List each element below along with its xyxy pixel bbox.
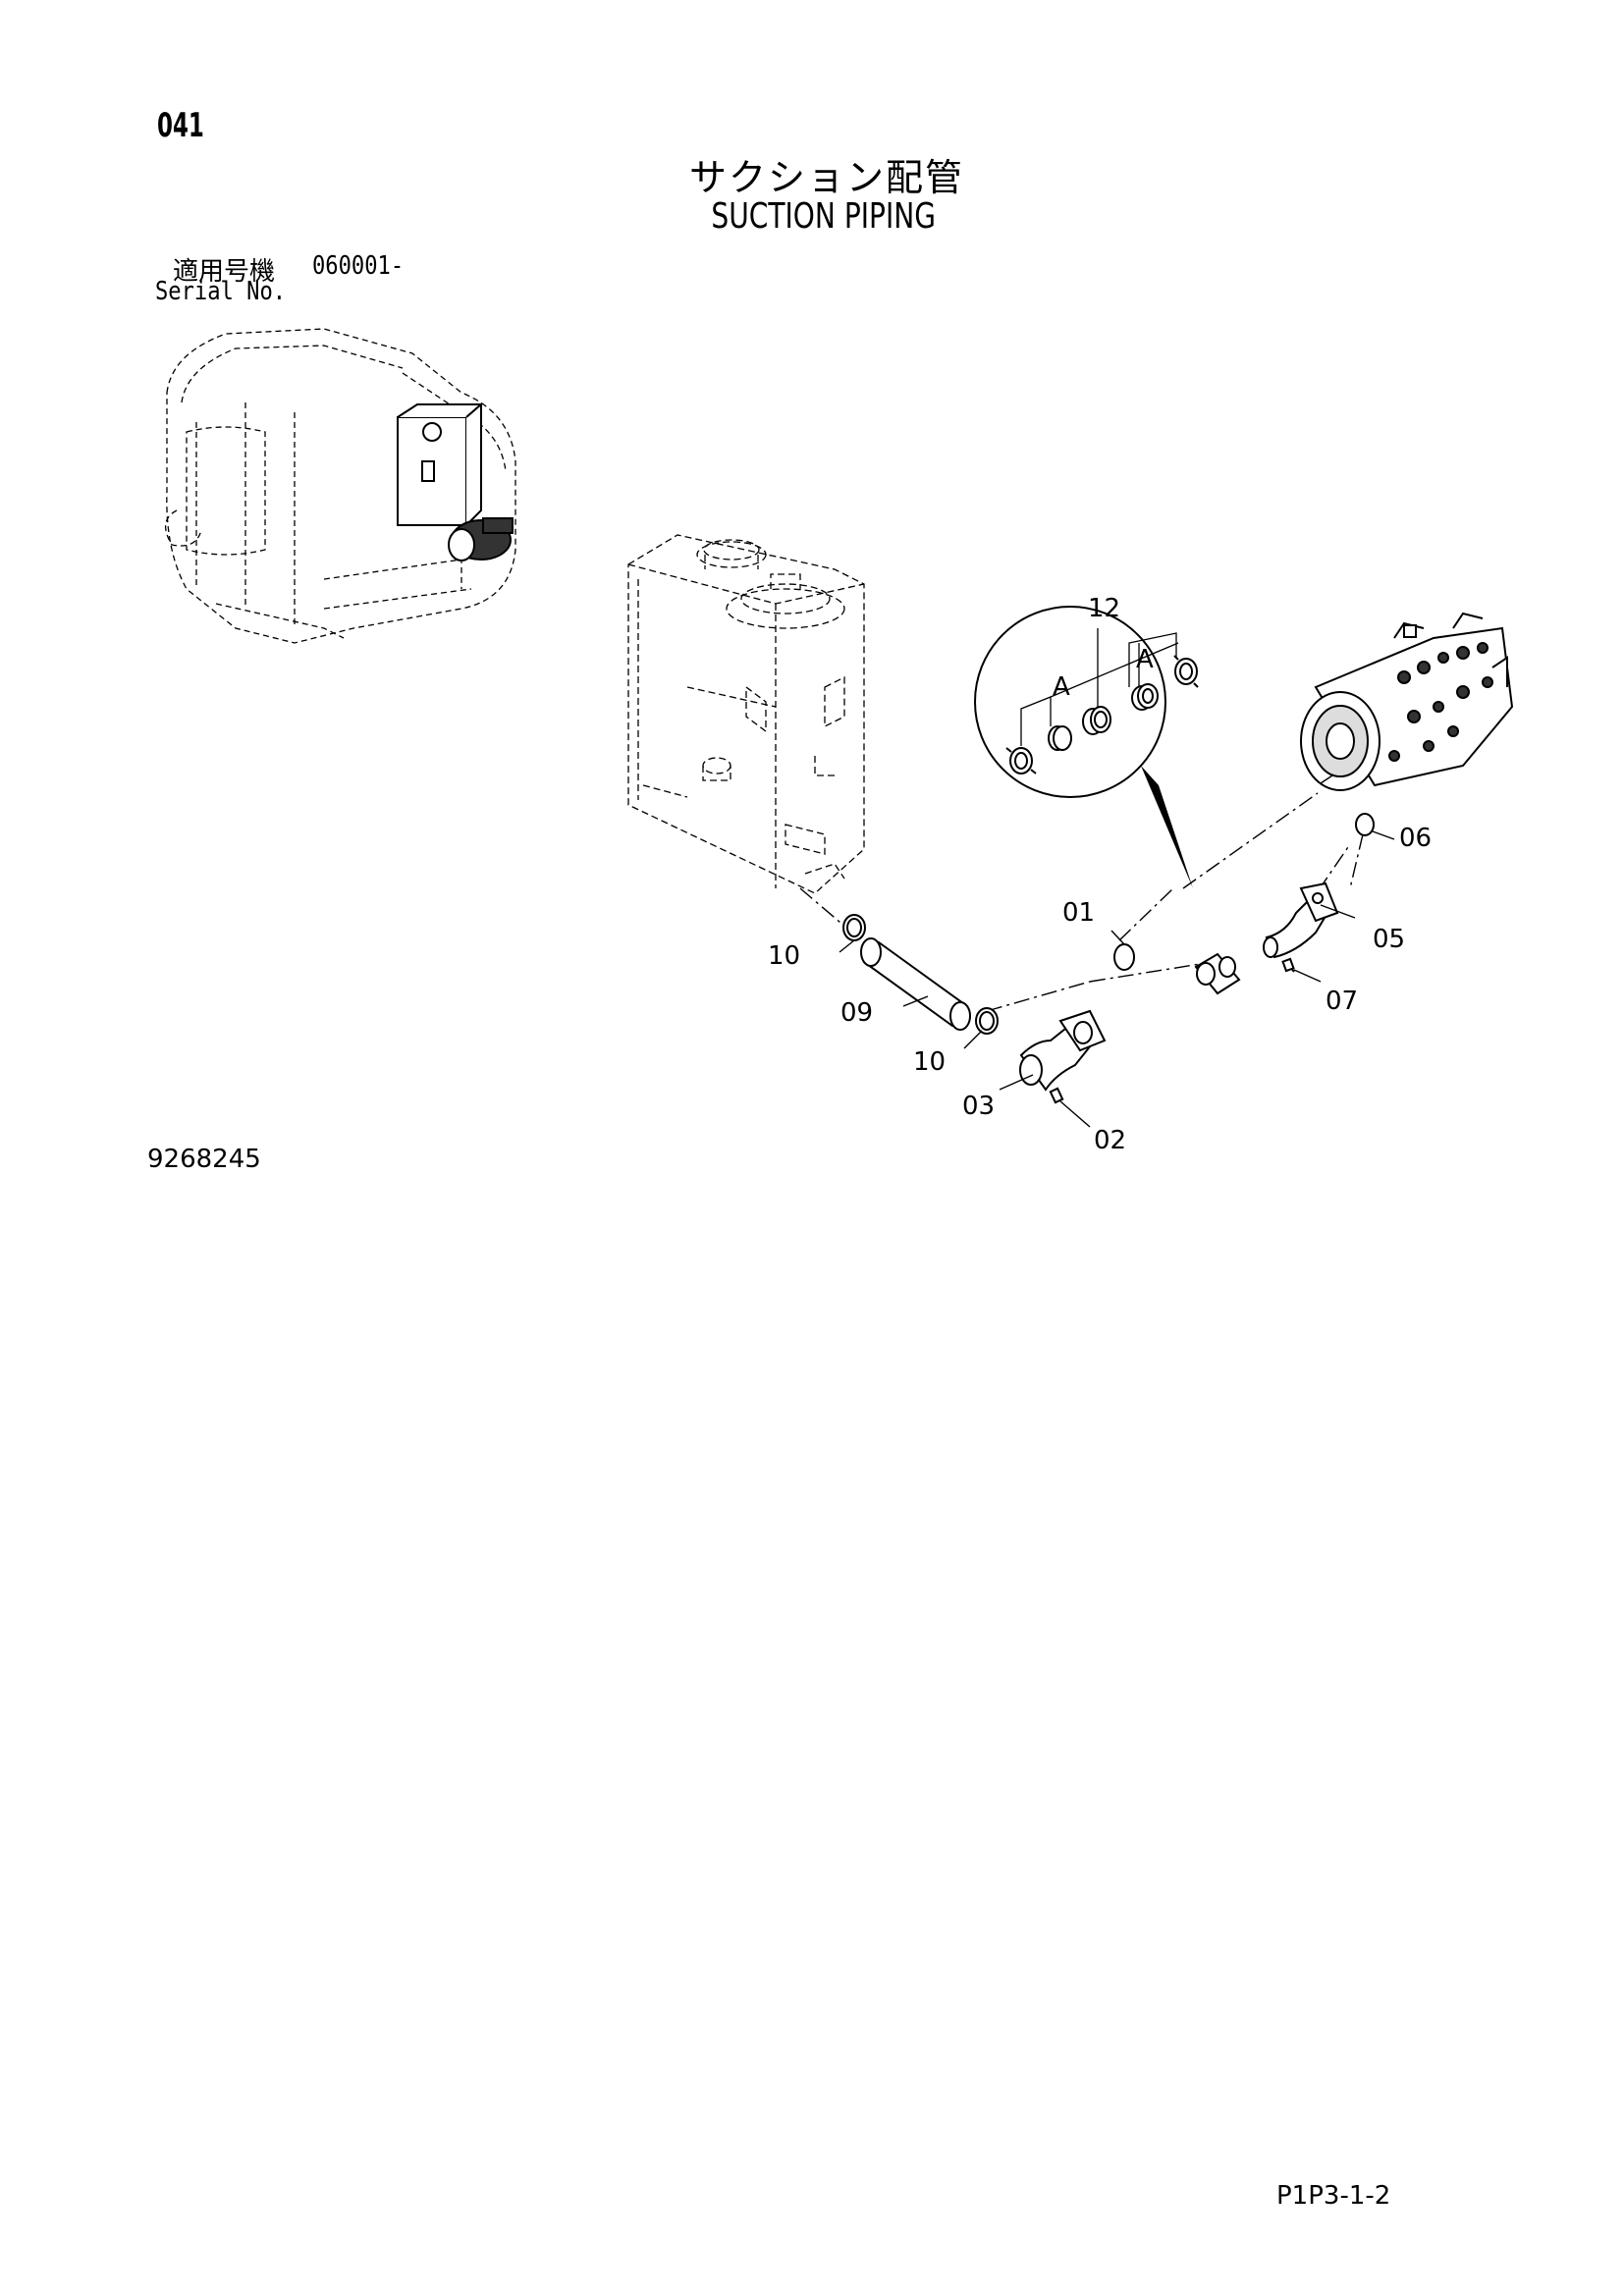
callout-10-upper: 10	[768, 941, 800, 971]
callout-12: 12	[1088, 594, 1120, 623]
part-01-oring	[1113, 943, 1135, 971]
hydraulic-tank	[627, 534, 865, 894]
detail-clamp-left	[1005, 747, 1037, 774]
drawing-number: 9268245	[147, 1145, 261, 1174]
part-06-oring	[1355, 813, 1375, 836]
part-10-clamp-upper	[842, 914, 866, 941]
serial-label-japanese: 適用号機	[173, 257, 276, 287]
page-title-japanese: サクション配管	[688, 156, 964, 199]
detail-leader-lines	[1020, 628, 1179, 746]
hydraulic-pump	[1300, 612, 1514, 791]
machine-locator-illustration	[165, 328, 516, 644]
part-09-hose	[860, 937, 971, 1031]
detail-magnifier	[974, 606, 1193, 888]
locator-highlight-pump	[448, 517, 514, 561]
connection-lines	[799, 773, 1364, 1012]
part-12-coupling	[1194, 952, 1241, 995]
detail-label-a-left: A	[1053, 672, 1070, 702]
detail-clamp-right	[1173, 655, 1199, 688]
callout-10-lower: 10	[913, 1047, 946, 1077]
callout-06: 06	[1399, 824, 1432, 853]
detail-label-a-right: A	[1136, 645, 1154, 674]
callout-09: 09	[840, 998, 873, 1028]
part-03-elbow	[1019, 1009, 1107, 1092]
page-code: P1P3-1-2	[1276, 2181, 1391, 2211]
detail-coupling-a-right	[1131, 683, 1159, 711]
page-number: 041	[157, 106, 204, 145]
callout-01: 01	[1062, 898, 1095, 928]
locator-highlight-tank	[397, 401, 484, 526]
callout-leaders	[839, 830, 1395, 1128]
callout-07: 07	[1326, 987, 1358, 1016]
callout-03: 03	[962, 1092, 995, 1121]
serial-range: 060001-	[312, 251, 405, 281]
part-10-clamp-lower	[975, 1007, 999, 1035]
detail-coupling-a-left	[1048, 725, 1072, 751]
detail-seal-12	[1082, 706, 1111, 735]
page-title-english: SUCTION PIPING	[711, 196, 937, 237]
callout-05: 05	[1373, 925, 1405, 954]
serial-label-english: Serial No.	[155, 277, 287, 306]
part-07-bolt	[1281, 957, 1295, 973]
part-02-bolt	[1049, 1087, 1064, 1104]
callout-02: 02	[1094, 1126, 1126, 1155]
part-05-elbow	[1263, 881, 1339, 959]
